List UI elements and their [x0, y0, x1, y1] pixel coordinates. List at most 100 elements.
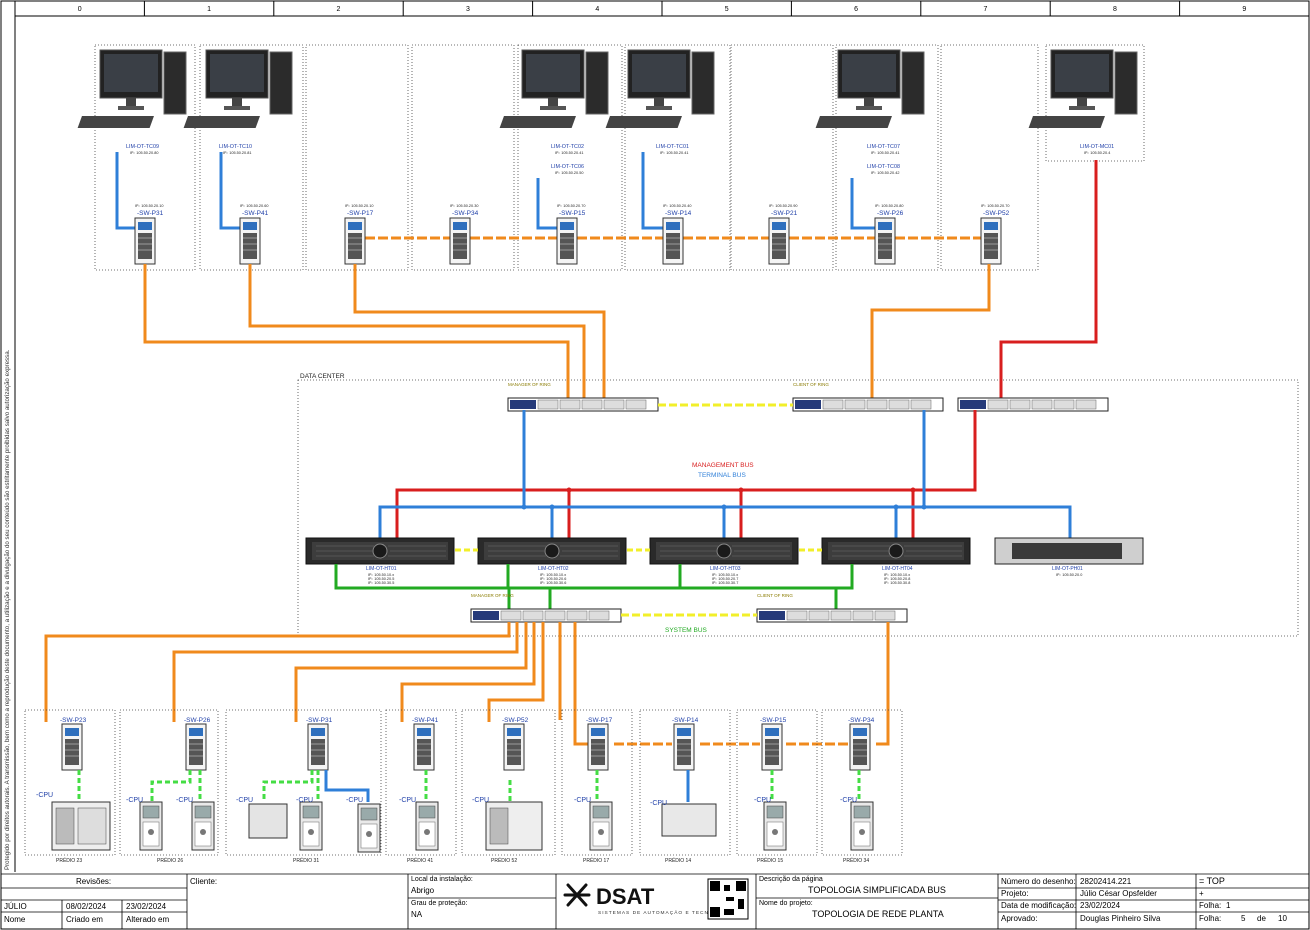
- workstation-icon: [815, 49, 925, 129]
- workstation-ip: IP.: 105.50.20.80: [130, 151, 158, 155]
- switch-ip: IP.: 105.50.20.80: [875, 204, 903, 208]
- switch-ip: IP.: 105.50.20.10: [345, 204, 373, 208]
- building-switch-label: -SW-P34: [848, 717, 875, 724]
- grid-column-number: 0: [78, 6, 82, 13]
- page-total: 10: [1278, 914, 1287, 923]
- plc-row: [51, 801, 874, 853]
- modification-date: 23/02/2024: [1080, 901, 1121, 910]
- server-name: LIM-OT-HT02: [538, 566, 569, 572]
- switch-ip: IP.: 105.50.20.70: [981, 204, 1009, 208]
- workstation-ip: IP.: 105.50.20.50: [555, 171, 583, 175]
- workstation-ip: IP.: 105.50.20.41: [555, 151, 583, 155]
- cpu-label: -CPU: [36, 792, 53, 799]
- switch-label: -SW-P31: [137, 210, 164, 217]
- storage-icon: [994, 537, 1144, 565]
- sheet-number: 1: [1226, 901, 1231, 910]
- grid-column-number: 2: [337, 6, 341, 13]
- grid-column-number: 5: [725, 6, 729, 13]
- building-name: PRÉDIO 14: [665, 857, 691, 864]
- column-header: Nome: [4, 915, 26, 924]
- page-of: de: [1257, 914, 1266, 923]
- switch-label: -SW-P17: [347, 210, 374, 217]
- workstation-icon: [77, 49, 187, 129]
- modification-date-label: Data de modificação:: [1001, 901, 1076, 910]
- building-switch-label: -SW-P31: [306, 717, 333, 724]
- column-header: Criado em: [66, 915, 103, 924]
- cpu-label: -CPU: [754, 797, 771, 804]
- rack-switch-system-client: [756, 608, 908, 623]
- building-switch-label: -SW-P14: [672, 717, 699, 724]
- page-description: TOPOLOGIA SIMPLIFICADA BUS: [808, 885, 946, 895]
- workstation-group: [77, 49, 1138, 129]
- switch-ip: IP.: 105.50.20.30: [450, 204, 478, 208]
- workstation-name: LIM-OT-TC01: [656, 144, 689, 150]
- title-block: [1, 873, 1309, 929]
- workstation-icon: [499, 49, 609, 129]
- workstation-ip: IP.: 105.50.20.41: [871, 151, 899, 155]
- building-switch-label: -SW-P15: [760, 717, 787, 724]
- revision-created-date: 08/02/2024: [66, 902, 107, 911]
- switch-ip: IP.: 105.50.20.90: [769, 204, 797, 208]
- server-name: LIM-OT-HT03: [710, 566, 741, 572]
- building-switch-row: [61, 723, 871, 771]
- server-ip: IP.: 105.50.10.x: [712, 573, 738, 577]
- revision-modified-date: 23/02/2024: [126, 902, 167, 911]
- project-name: TOPOLOGIA DE REDE PLANTA: [812, 909, 944, 919]
- sheet-label: Folha:: [1199, 914, 1221, 923]
- server-ip: IP.: 105.50.30.8: [884, 581, 910, 585]
- server-ip: IP.: 105.50.20.8: [884, 577, 910, 581]
- switch-label: -SW-P52: [983, 210, 1010, 217]
- switch-ip: IP.: 105.50.20.40: [663, 204, 691, 208]
- switch-label: -SW-P15: [559, 210, 586, 217]
- workstation-icon: [1028, 49, 1138, 129]
- page-number: 5: [1241, 914, 1246, 923]
- cpu-label: -CPU: [346, 797, 363, 804]
- datacenter-title: DATA CENTER: [300, 373, 345, 380]
- protection-degree: NA: [411, 910, 423, 919]
- revision-author: JÚLIO: [4, 902, 27, 911]
- logo-text: DSAT: [596, 884, 655, 909]
- ring-role-label: MANAGER OF RING: [508, 382, 551, 387]
- building-switch-label: -SW-P23: [60, 717, 87, 724]
- ring-role-label: CLIENT OF RING: [757, 593, 793, 598]
- building-switch-label: -SW-P17: [586, 717, 613, 724]
- server-ip: IP.: 105.50.20.5: [368, 577, 394, 581]
- ring-role-label: CLIENT OF RING: [793, 382, 829, 387]
- protection-degree-label: Grau de proteção:: [411, 900, 467, 907]
- building-name: PRÉDIO 52: [491, 857, 517, 864]
- workstation-ip: IP.: 105.50.20.42: [871, 171, 899, 175]
- workstation-ip: IP.: 105.50.20.41: [660, 151, 688, 155]
- server-ip: IP.: 105.50.30.6: [540, 581, 566, 585]
- top-switch-row: [134, 217, 1002, 265]
- building-name: PRÉDIO 15: [757, 857, 783, 864]
- project-author: Júlio César Opsfelder: [1080, 889, 1157, 898]
- workstation-name: LIM-OT-TC08: [867, 164, 900, 170]
- dsat-logo: DSAT SISTEMAS DE AUTOMAÇÃO E TECNOLOGIA: [563, 883, 733, 916]
- approved-label: Aprovado:: [1001, 914, 1037, 923]
- storage-ip: IP.: 105.50.20.0: [1056, 573, 1082, 577]
- grid-column-number: 4: [595, 6, 599, 13]
- server-ip: IP.: 105.50.10.x: [368, 573, 394, 577]
- switch-ip: IP.: 105.50.20.60: [240, 204, 268, 208]
- server-ip: IP.: 105.50.30.5: [368, 581, 394, 585]
- workstation-name: LIM-OT-TC10: [219, 144, 252, 150]
- drawing-number: 28202414.221: [1080, 877, 1132, 886]
- client-label: Cliente:: [190, 877, 217, 886]
- rack-switch-system-manager: [470, 608, 622, 623]
- install-location-label: Local da instalação:: [411, 876, 473, 883]
- cpu-label: -CPU: [840, 797, 857, 804]
- workstation-name: LIM-OT-TC07: [867, 144, 900, 150]
- grid-column-number: 8: [1113, 6, 1117, 13]
- switch-label: -SW-P34: [452, 210, 479, 217]
- logo-subtitle: SISTEMAS DE AUTOMAÇÃO E TECNOLOGIA: [598, 909, 733, 916]
- grid-column-number: 7: [984, 6, 988, 13]
- server-icon: [649, 537, 799, 565]
- workstation-ip: IP.: 105.50.20.4: [1084, 151, 1110, 155]
- project-name-label: Nome do projeto:: [759, 900, 813, 907]
- cpu-label: -CPU: [472, 797, 489, 804]
- terminal-bus-label: TERMINAL BUS: [698, 472, 746, 479]
- sheet-label: Folha:: [1199, 901, 1221, 910]
- cpu-label: -CPU: [296, 797, 313, 804]
- building-name: PRÉDIO 41: [407, 857, 433, 864]
